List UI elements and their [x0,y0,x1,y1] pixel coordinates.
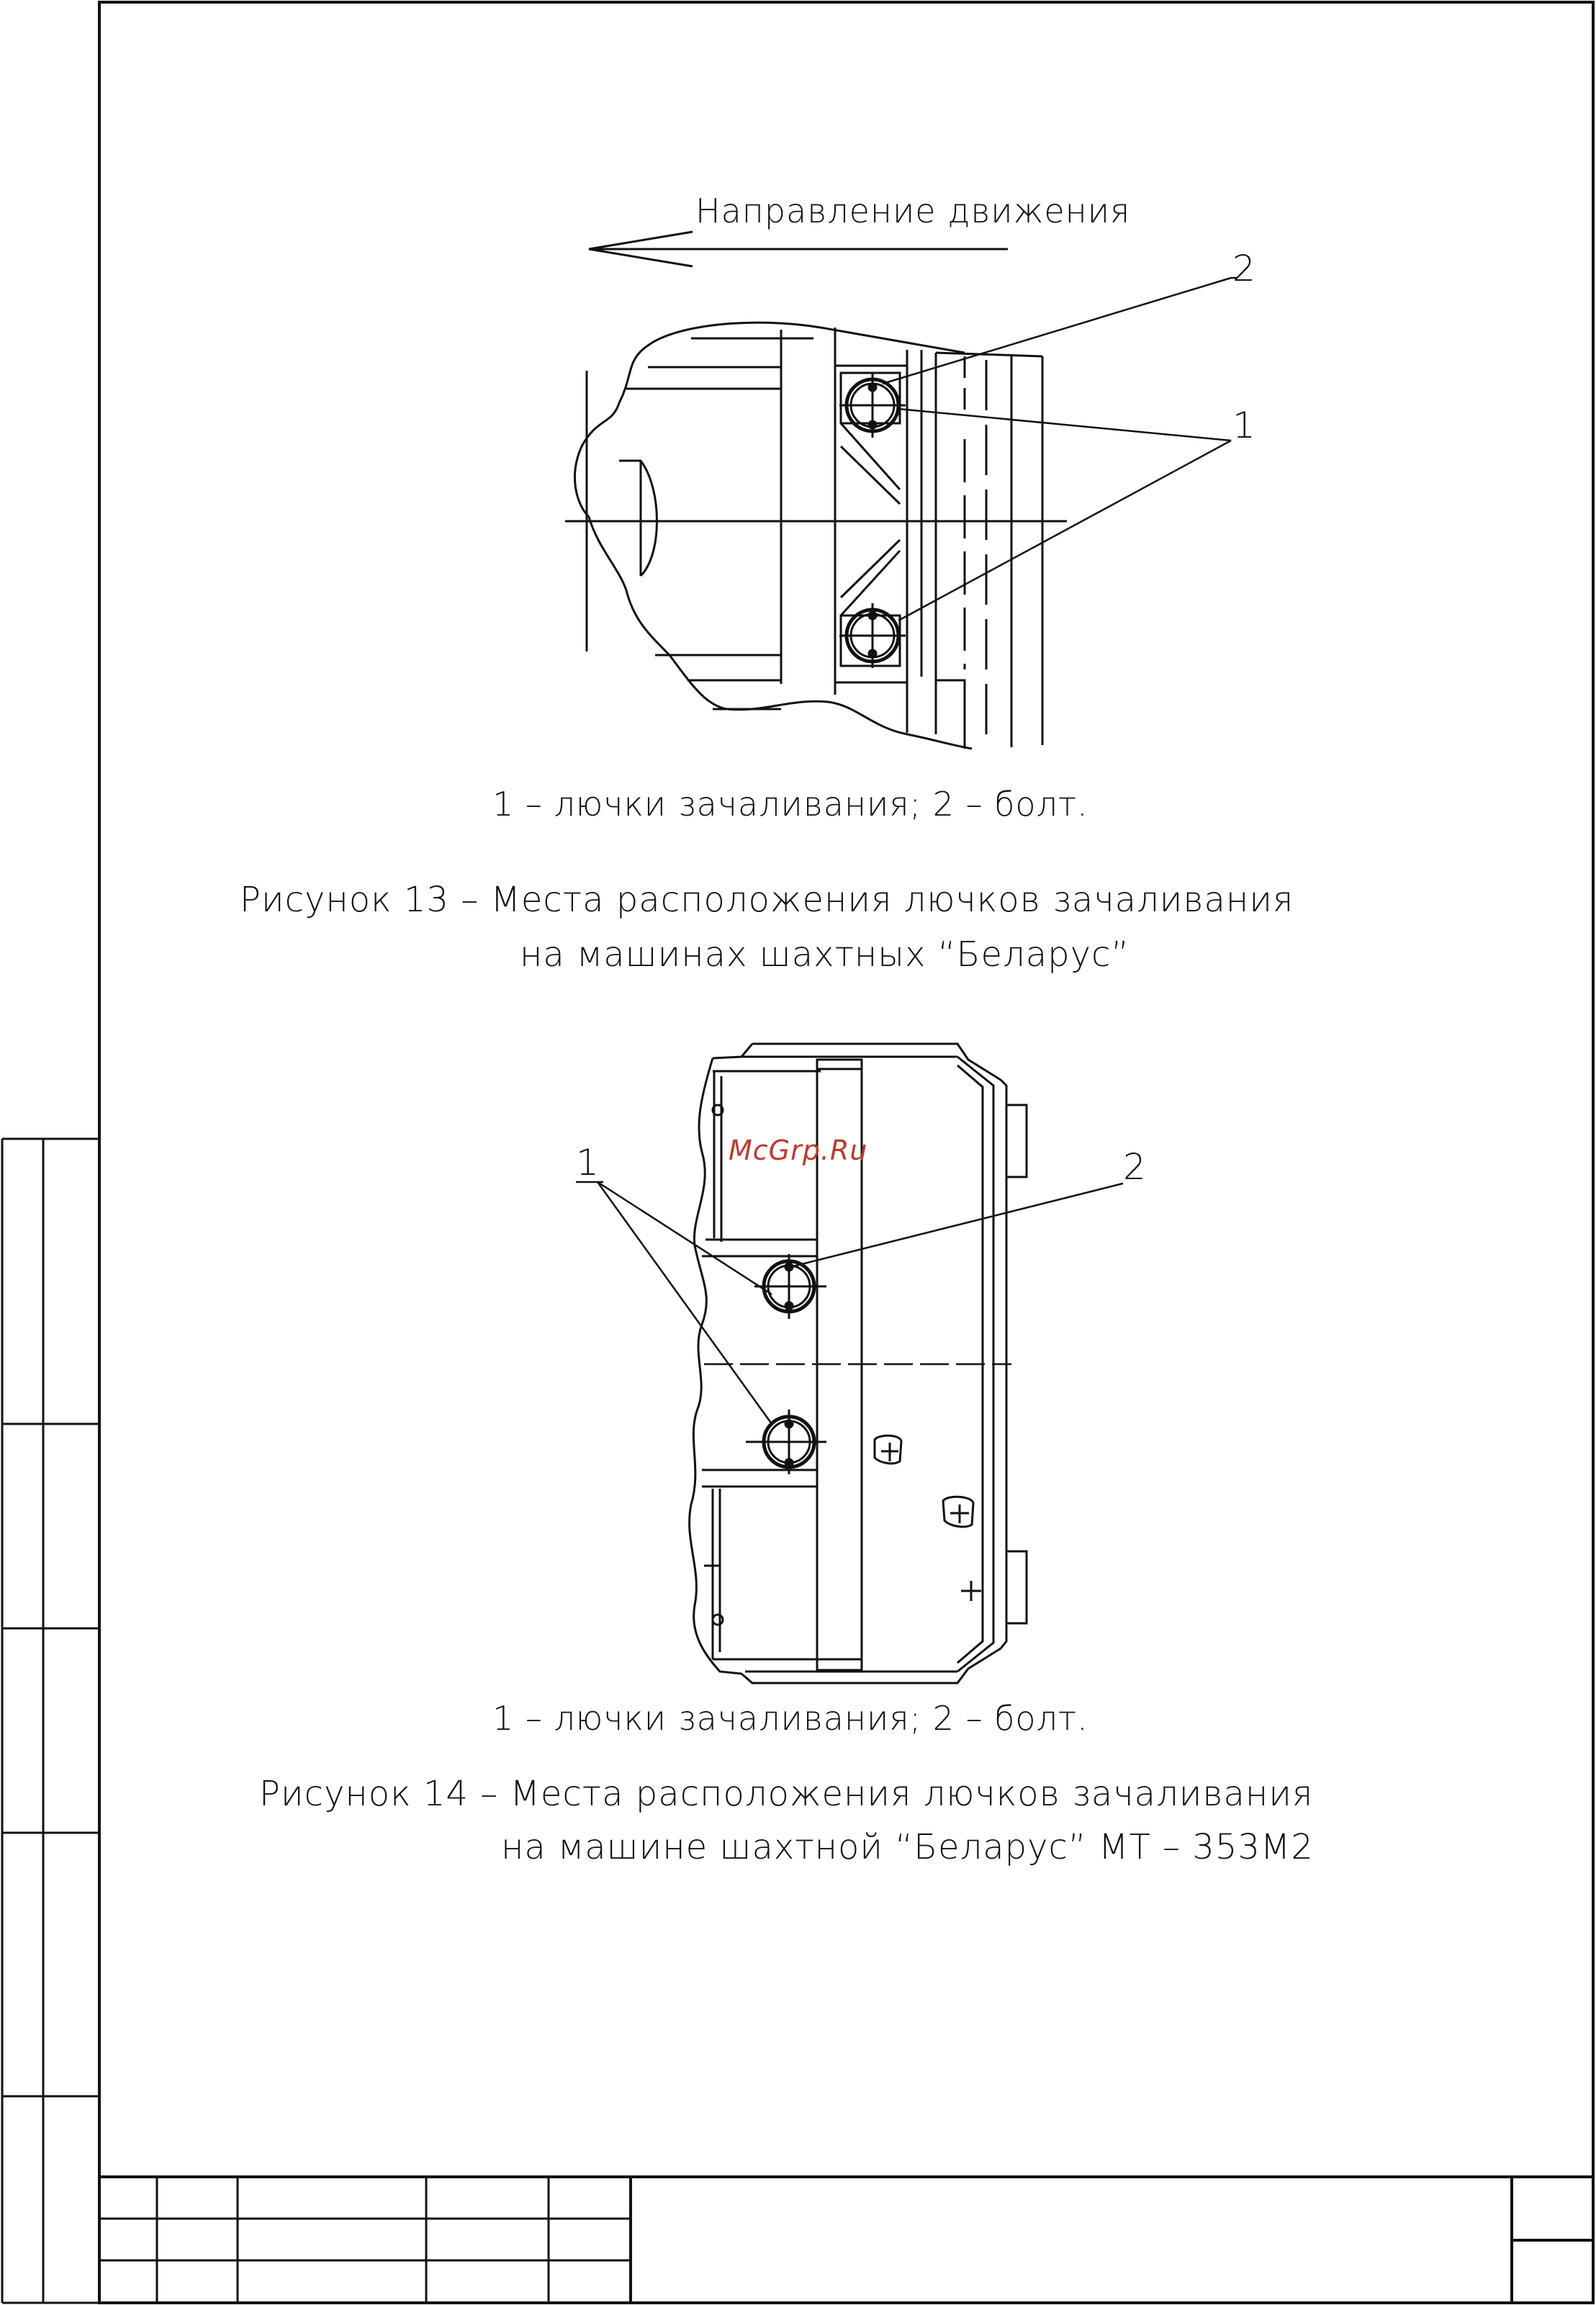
lifting-hatch-icon [839,373,906,438]
lifting-hatch-icon [839,603,906,668]
figure14-caption-line2: на машине шахтной “Беларус” МТ – 353М2 [501,1827,1314,1867]
title-block [99,2177,1593,2303]
callout-1: 1 [1232,405,1256,446]
figure13-drawing [565,232,1237,749]
cross-mark-icon [961,1581,981,1601]
figure14-legend: 1 – лючки зачаливания; 2 – болт. [492,1699,1088,1738]
callout-2: 2 [1232,248,1256,289]
leader-lines [576,1182,1123,1424]
figure14-caption-line1: Рисунок 14 – Места расположения лючков з… [259,1774,1313,1814]
callout-1: 1 [576,1142,600,1183]
boss-icon [875,1435,901,1463]
figure13-legend: 1 – лючки зачаливания; 2 – болт. [492,785,1088,824]
lifting-hatch-icon [754,1254,826,1319]
watermark: McGrp.Ru [729,1135,867,1166]
figure13-caption-line2: на машинах шахтных “Беларус” [520,934,1130,975]
boss-icon [943,1497,973,1527]
direction-label: Направление движения [695,191,1130,230]
figure13-caption-line1: Рисунок 13 – Места расположения лючков з… [240,880,1294,920]
direction-arrow-icon [589,232,1008,266]
callout-2: 2 [1123,1146,1147,1188]
lifting-hatch-icon [746,1409,826,1474]
